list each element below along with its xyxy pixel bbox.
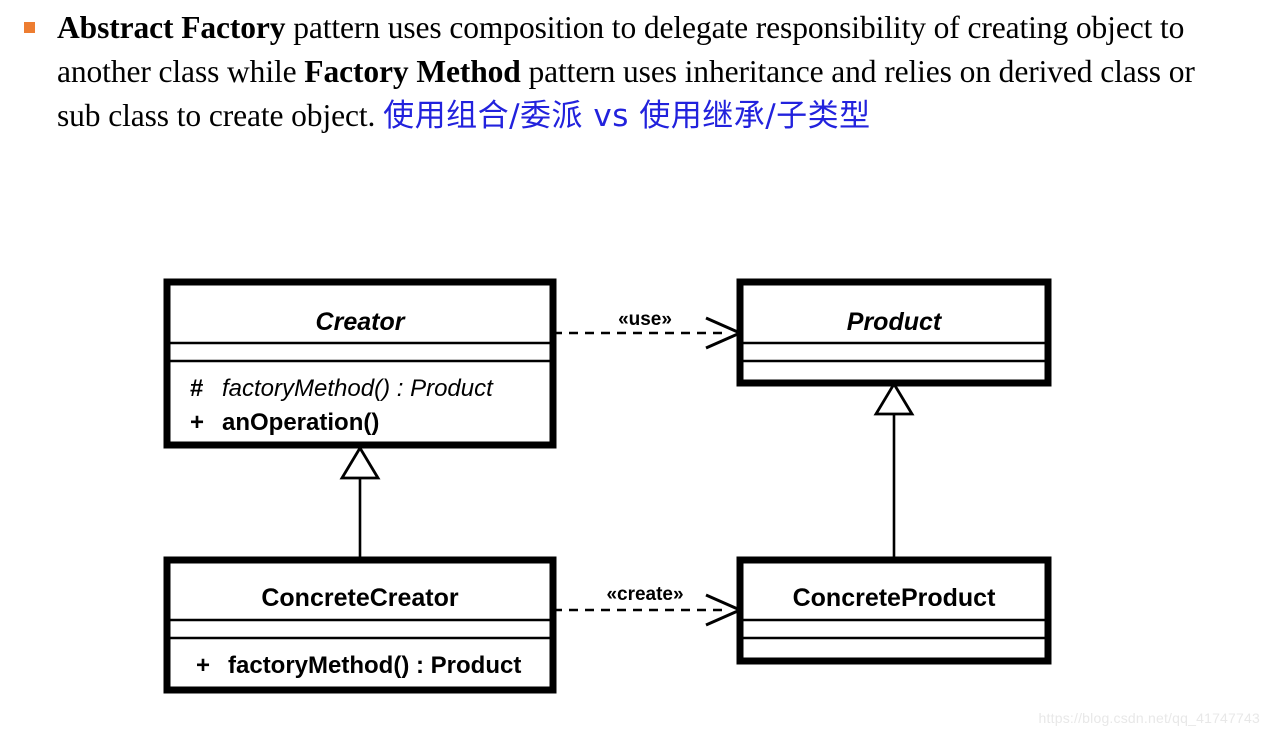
bullet-square-icon [24, 22, 35, 33]
concrete-creator-class-name: ConcreteCreator [261, 584, 459, 612]
relation-generalization-product [873, 381, 915, 560]
slide-text-block: Abstract Factory pattern uses compositio… [0, 0, 1272, 200]
product-class-name: Product [847, 308, 943, 336]
watermark-text: https://blog.csdn.net/qq_41747743 [1038, 710, 1260, 726]
concrete-creator-op1-visibility: + [196, 652, 210, 679]
page-title: Abstract Factory pattern uses compositio… [57, 6, 1202, 138]
use-arrowhead-icon [705, 316, 744, 350]
uml-class-concrete-creator[interactable]: ConcreteCreator + factoryMethod() : Prod… [163, 556, 557, 694]
product-box-border [736, 278, 1052, 387]
use-stereotype-label: «use» [618, 309, 672, 330]
relation-generalization-creator [339, 445, 381, 560]
creator-op2-signature: anOperation() [222, 409, 379, 436]
paragraph-segment-1: pattern uses composition to delegate res… [57, 10, 1185, 89]
creator-op1-visibility: # [190, 375, 203, 402]
creator-op2-visibility: + [190, 409, 204, 436]
paragraph-segment-2: pattern uses inheritance and relies on d… [57, 54, 1195, 133]
paragraph-chinese-note: 使用组合/委派 vs 使用继承/子类型 [383, 98, 871, 134]
uml-class-concrete-product[interactable]: ConcreteProduct [736, 556, 1052, 665]
concrete-product-class-name: ConcreteProduct [793, 584, 996, 612]
uml-class-product[interactable]: Product [736, 278, 1052, 387]
concrete-creator-box-border [163, 556, 557, 694]
creator-box-border [163, 278, 557, 449]
create-stereotype-label: «create» [606, 584, 683, 605]
generalization-triangle-icon [339, 445, 381, 480]
create-arrowhead-icon [705, 593, 744, 627]
creator-op1-signature: factoryMethod() : Product [222, 375, 494, 402]
generalization-triangle-icon [873, 381, 915, 416]
creator-class-name: Creator [316, 308, 406, 336]
concrete-product-box-border [736, 556, 1052, 665]
term-factory-method: Factory Method [304, 54, 521, 89]
term-abstract-factory: Abstract Factory [57, 10, 286, 45]
uml-class-creator[interactable]: Creator # factoryMethod() : Product + an… [163, 278, 557, 449]
concrete-creator-op1-signature: factoryMethod() : Product [228, 652, 521, 679]
